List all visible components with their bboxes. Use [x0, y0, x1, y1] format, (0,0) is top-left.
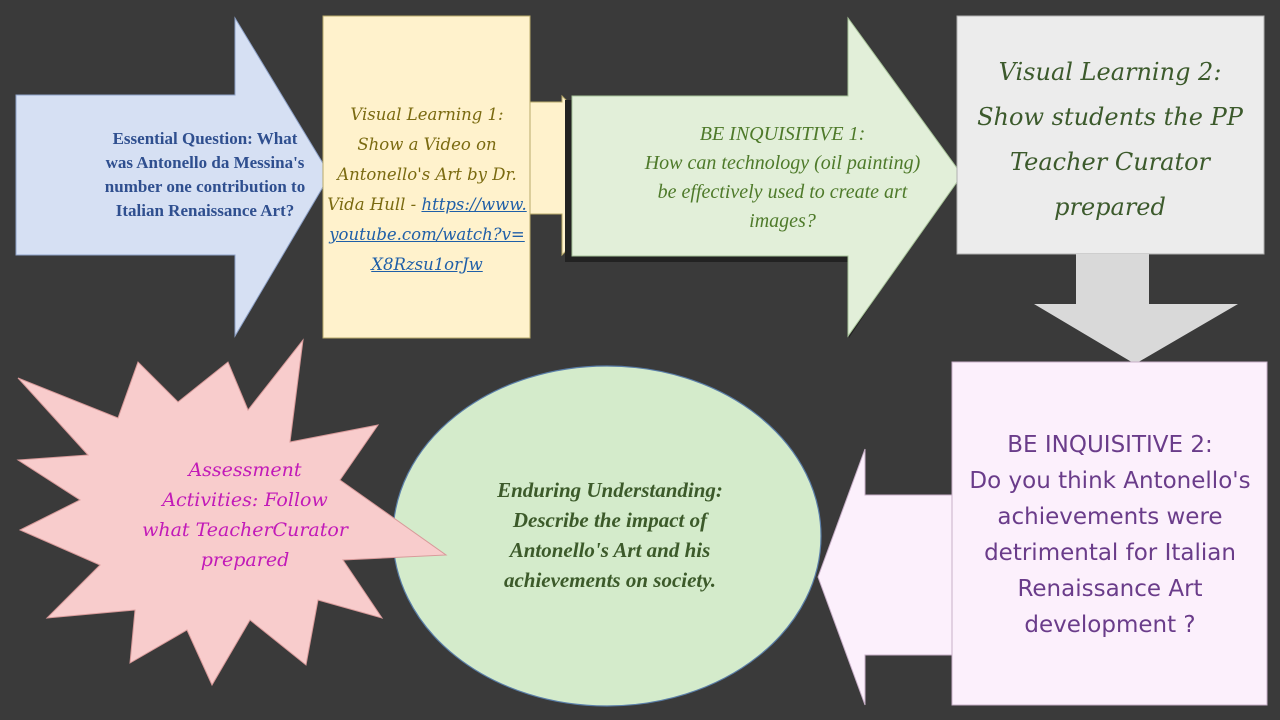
down-arrow — [1034, 254, 1238, 364]
enduring-understanding-text: Enduring Understanding: Describe the imp… — [497, 478, 723, 592]
visual-learning-1-label: Visual Learning 1: Show a Video on Anton… — [327, 105, 517, 214]
inquisitive-2-text: BE INQUISITIVE 2: Do you think Antonello… — [955, 395, 1265, 675]
essential-question-text: Essential Question: What was Antonello d… — [104, 129, 306, 220]
assessment-starburst — [16, 338, 448, 687]
visual-learning-2-box — [956, 15, 1265, 255]
inquisitive-1-arrow — [571, 16, 963, 338]
visual-learning-2-text: Visual Learning 2: Show students the PP … — [977, 58, 1243, 221]
inquisitive-1-question: How can technology (oil painting) be eff… — [644, 151, 921, 232]
assessment-text: Assessment Activities: Follow what Teach… — [142, 459, 348, 571]
inquisitive-2-heading: BE INQUISITIVE 2: — [1007, 432, 1213, 458]
visual-learning-1-box — [322, 15, 531, 339]
visual-learning-1-text: Visual Learning 1: Show a Video on Anton… — [326, 60, 528, 320]
inquisitive-2-box — [951, 361, 1268, 706]
left-arrow — [817, 448, 953, 706]
inquisitive-2-question: Do you think Antonello's achievements we… — [969, 468, 1251, 638]
inquisitive-1-heading: BE INQUISITIVE 1: — [699, 122, 866, 145]
inquisitive-1-text: BE INQUISITIVE 1: How can technology (oi… — [640, 110, 925, 245]
video-link[interactable]: https://www.youtube.com/watch?v=X8Rzsu1o… — [329, 195, 527, 274]
essential-question-arrow — [15, 16, 331, 338]
